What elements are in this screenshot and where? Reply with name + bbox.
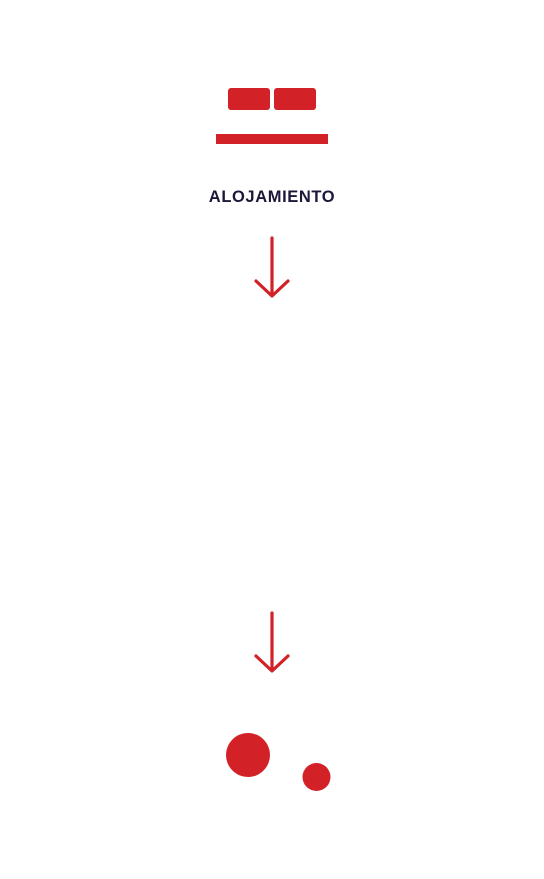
- dot-large: [226, 733, 270, 777]
- bed-pillow-right: [274, 88, 316, 110]
- bed-icon: [216, 88, 328, 144]
- section-title: ALOJAMIENTO: [208, 188, 336, 206]
- bed-pillow-left: [228, 88, 270, 110]
- dot-small: [302, 763, 331, 791]
- dots-icon: [226, 733, 331, 791]
- arrow-down-icon: [254, 611, 290, 673]
- bed-base: [216, 134, 328, 144]
- arrow-down-icon: [254, 236, 290, 298]
